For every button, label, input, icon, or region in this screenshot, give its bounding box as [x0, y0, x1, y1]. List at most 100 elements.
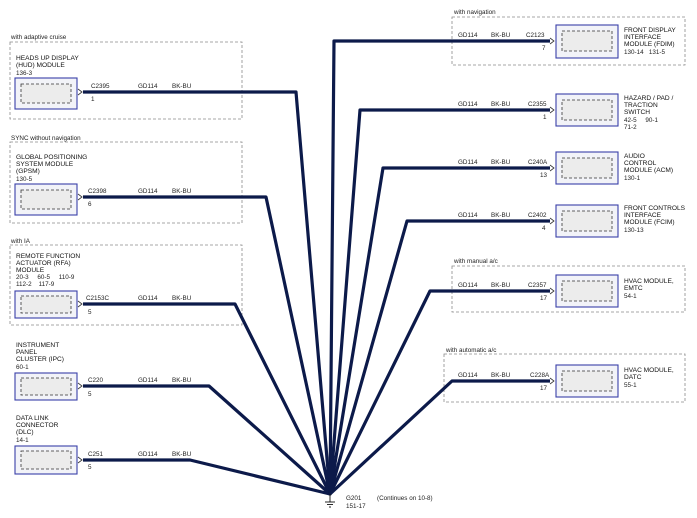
- module-acm: GD114 BK-BU C240A 13 AUDIO CONTROL MODUL…: [458, 151, 673, 185]
- circuit-id: GD114: [138, 295, 158, 302]
- module-ref: 130-5: [16, 176, 33, 183]
- module-ref: 20-3 60-5 110-9: [16, 274, 75, 281]
- wire-color: BK-BU: [172, 295, 192, 302]
- wire-emtc: [328, 289, 550, 495]
- module-name-line: MODULE: [16, 267, 45, 274]
- connector-id: C2398: [88, 188, 107, 195]
- pin-number: 6: [88, 201, 92, 208]
- module-fcim: GD114 BK-BU C2402 4 FRONT CONTROLS INTER…: [458, 204, 686, 238]
- circuit-id: GD114: [138, 377, 158, 384]
- module-name-line: PANEL: [16, 349, 37, 356]
- module-name-line: HAZARD / PAD /: [624, 95, 674, 102]
- connector-symbol: [549, 37, 555, 45]
- pin-number: 7: [542, 45, 546, 52]
- section-label: with automatic a/c: [445, 347, 496, 354]
- module-name-line: FRONT DISPLAY: [624, 27, 676, 34]
- ground-id: G201: [346, 495, 362, 502]
- wire-hud: [83, 90, 332, 495]
- wire-color: BK-BU: [172, 83, 192, 90]
- module-hud: HEADS UP DISPLAY (HUD) MODULE 136-3 C239…: [14, 55, 192, 110]
- section-label: with navigation: [453, 9, 496, 16]
- module-name-line: (GPSM): [16, 168, 40, 175]
- circuit-id: GD114: [458, 159, 478, 166]
- pin-number: 5: [88, 464, 92, 471]
- module-ref: 136-3: [16, 70, 33, 77]
- circuit-id: GD114: [458, 101, 478, 108]
- wire-color: BK-BU: [172, 377, 192, 384]
- module-name-line: (DLC): [16, 429, 34, 436]
- module-ref: 112-2 117-9: [16, 281, 55, 288]
- pin-number: 4: [542, 225, 546, 232]
- module-ref: 71-2: [624, 124, 637, 131]
- ground-wires: [83, 39, 550, 496]
- section-box-sync: [9, 141, 243, 224]
- module-name-line: SYSTEM MODULE: [16, 161, 74, 168]
- module-name-line: EMTC: [624, 285, 643, 292]
- pin-number: 17: [540, 385, 548, 392]
- module-ref: 14-1: [16, 437, 29, 444]
- wire-gpsm: [83, 195, 332, 495]
- module-hvac-emtc: GD114 BK-BU C2357 17 HVAC MODULE, EMTC 5…: [458, 274, 674, 308]
- module-name-line: HVAC MODULE,: [624, 367, 674, 374]
- module-inner-box: [561, 157, 613, 179]
- circuit-id: GD114: [138, 188, 158, 195]
- wire-acm: [328, 166, 550, 495]
- module-name-line: AUDIO: [624, 153, 645, 160]
- connector-id: C220: [88, 377, 104, 384]
- connector-symbol: [77, 193, 83, 201]
- connector-symbol: [549, 164, 555, 172]
- section-label: with manual a/c: [453, 258, 498, 265]
- module-name-line: INTERFACE: [624, 212, 662, 219]
- module-ref: 54-1: [624, 293, 637, 300]
- wire-color: BK-BU: [491, 159, 511, 166]
- module-ref: 55-1: [624, 382, 637, 389]
- wire-rfa: [83, 302, 332, 495]
- section-box-automatic-ac: [443, 353, 686, 403]
- module-inner-box: [20, 295, 72, 314]
- module-ref: 130-14 131-5: [624, 49, 665, 56]
- module-name-line: CONNECTOR: [16, 422, 59, 429]
- module-name-line: INTERFACE: [624, 34, 662, 41]
- ground-symbol: G201 151-17 (Continues on 10-8): [325, 492, 433, 510]
- connector-id: C2395: [91, 83, 110, 90]
- connector-symbol: [549, 106, 555, 114]
- module-name-line: FRONT CONTROLS: [624, 205, 686, 212]
- module-ipc: INSTRUMENT PANEL CLUSTER (IPC) 60-1 C220…: [14, 342, 192, 401]
- circuit-id: GD114: [138, 83, 158, 90]
- ground-ref: 151-17: [346, 503, 366, 510]
- module-inner-box: [20, 377, 72, 396]
- connector-id: C2123: [526, 32, 545, 39]
- connector-symbol: [549, 377, 555, 385]
- pin-number: 17: [540, 295, 548, 302]
- wire-hazard: [328, 108, 550, 495]
- wire-fcim: [328, 219, 550, 495]
- wire-color: BK-BU: [172, 451, 192, 458]
- module-ref: 130-13: [624, 227, 644, 234]
- connector-id: C228A: [530, 372, 550, 379]
- connector-id: C2153C: [86, 295, 110, 302]
- wire-color: BK-BU: [491, 212, 511, 219]
- module-name-line: DATC: [624, 374, 642, 381]
- wire-color: BK-BU: [491, 372, 511, 379]
- connector-symbol: [77, 382, 83, 390]
- connector-id: C2402: [528, 212, 547, 219]
- connector-id: C2355: [528, 101, 547, 108]
- pin-number: 1: [91, 96, 95, 103]
- connector-id: C240A: [528, 159, 548, 166]
- module-inner-box: [561, 370, 613, 392]
- module-name-line: MODULE (FDIM): [624, 41, 675, 48]
- module-inner-box: [20, 189, 72, 210]
- section-box-manual-ac: [451, 265, 686, 313]
- circuit-id: GD114: [458, 372, 478, 379]
- module-ref: 42-5 90-1: [624, 117, 658, 124]
- circuit-id: GD114: [458, 282, 478, 289]
- module-name-line: HVAC MODULE,: [624, 278, 674, 285]
- wire-fdim: [328, 39, 550, 495]
- pin-number: 13: [540, 172, 548, 179]
- wire-datc: [328, 379, 550, 496]
- module-name-line: GLOBAL POSITIONING: [16, 154, 87, 161]
- wire-color: BK-BU: [491, 282, 511, 289]
- module-name-line: REMOTE FUNCTION: [16, 253, 80, 260]
- module-ref: 60-1: [16, 364, 29, 371]
